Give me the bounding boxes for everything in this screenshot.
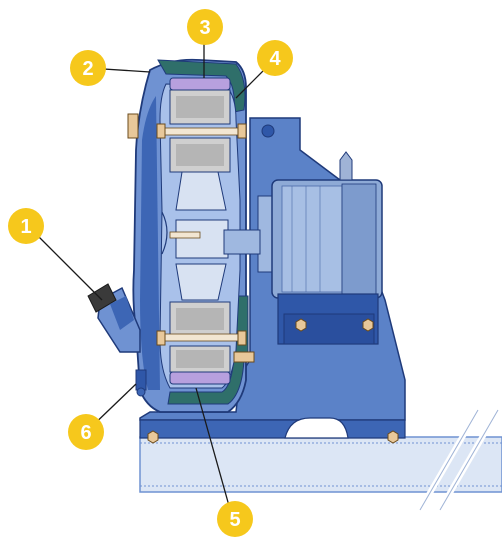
callout-6-label: 6: [80, 422, 91, 444]
pressing-shoe-lower: [169, 263, 231, 385]
base-frame: [139, 408, 502, 512]
callout-2-label: 2: [82, 58, 93, 80]
callout-3: 3: [187, 9, 223, 45]
callout-1: 1: [8, 208, 44, 244]
callout-5: 5: [217, 501, 253, 537]
callout-4: 4: [257, 40, 293, 76]
callout-3-label: 3: [199, 17, 210, 39]
base-bolts: [147, 430, 399, 444]
hose-connection: [87, 283, 141, 353]
callout-6: 6: [68, 414, 104, 450]
drive-motor: [257, 151, 383, 345]
callout-1-label: 1: [20, 216, 31, 238]
drain-plug: [135, 369, 147, 397]
callout-5-label: 5: [229, 509, 240, 531]
callout-2: 2: [70, 50, 106, 86]
tie-bolts: [127, 113, 255, 363]
callout-4-label: 4: [269, 48, 281, 70]
pressing-shoe: [169, 77, 231, 211]
